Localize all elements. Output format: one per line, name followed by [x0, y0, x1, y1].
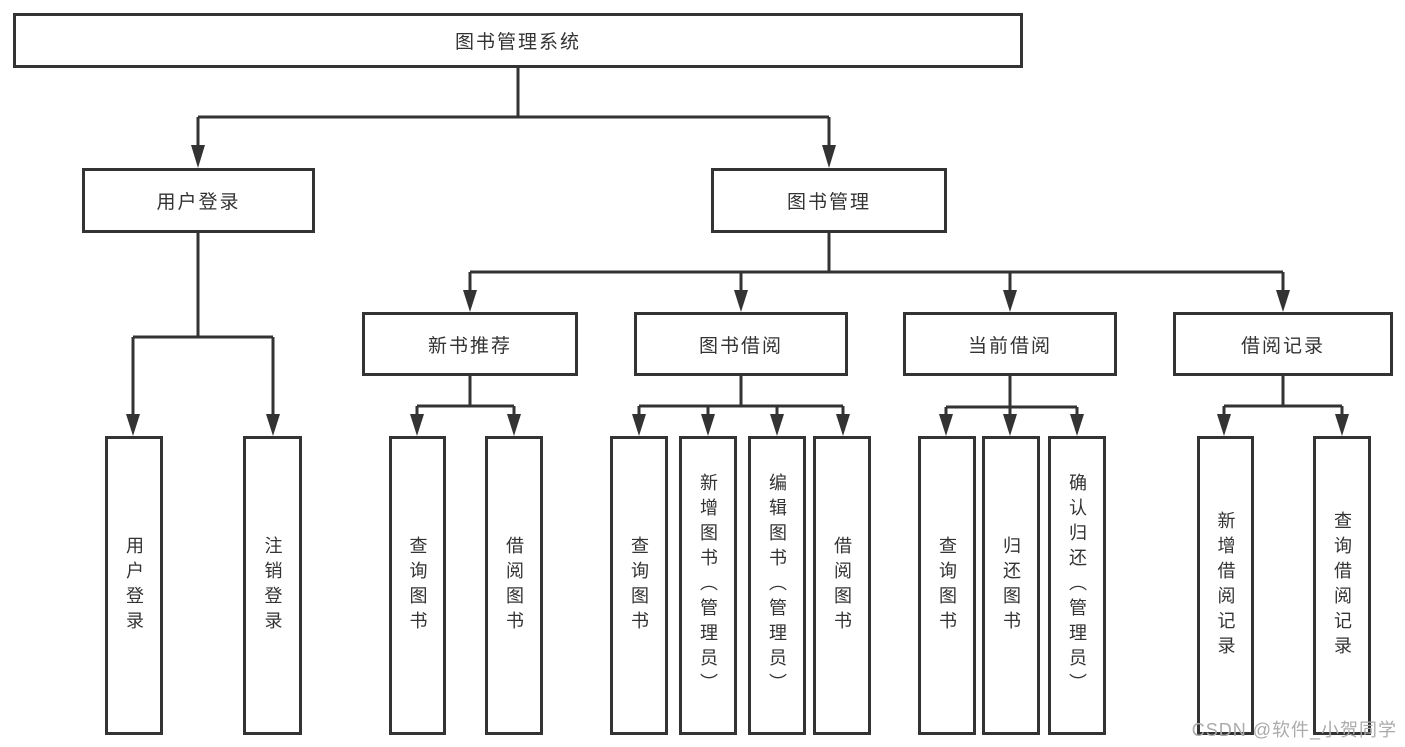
leaf-borrow-books: 借阅图书	[813, 436, 871, 735]
leaf-confirm-return-admin: 确认归还（管理员）	[1048, 436, 1106, 735]
leaf-user-login: 用户登录	[105, 436, 163, 735]
node-new-book-recommend: 新书推荐	[362, 312, 578, 376]
leaf-label: 查询图书	[937, 535, 957, 636]
leaf-query-books-borrow: 查询图书	[610, 436, 668, 735]
leaf-label: 注销登录	[262, 535, 283, 636]
leaf-label: 借阅图书	[832, 535, 852, 636]
leaf-edit-books-admin: 编辑图书（管理员）	[748, 436, 806, 735]
leaf-return-books: 归还图书	[982, 436, 1040, 735]
node-root: 图书管理系统	[13, 13, 1023, 68]
node-book-management: 图书管理	[711, 168, 947, 233]
csdn-watermark: CSDN @软件_小贺同学	[1191, 720, 1397, 740]
leaf-query-books-current: 查询图书	[918, 436, 976, 735]
node-current-borrow: 当前借阅	[903, 312, 1117, 376]
leaf-label: 新增借阅记录	[1215, 510, 1236, 661]
leaf-label: 查询借阅记录	[1332, 510, 1352, 661]
leaf-label: 用户登录	[124, 535, 144, 636]
leaf-query-books-recommend: 查询图书	[389, 436, 446, 735]
leaf-add-books-admin: 新增图书（管理员）	[679, 436, 737, 735]
leaf-label: 确认归还（管理员）	[1067, 473, 1087, 698]
leaf-add-borrow-record: 新增借阅记录	[1197, 436, 1254, 735]
node-book-borrow: 图书借阅	[634, 312, 848, 376]
leaf-label: 归还图书	[1001, 535, 1021, 636]
leaf-label: 新增图书（管理员）	[698, 473, 718, 698]
node-borrow-records: 借阅记录	[1173, 312, 1393, 376]
leaf-label: 查询图书	[407, 535, 428, 636]
leaf-label: 查询图书	[629, 535, 649, 636]
leaf-logout: 注销登录	[243, 436, 302, 735]
node-user-login: 用户登录	[82, 168, 315, 233]
leaf-label: 借阅图书	[504, 535, 524, 636]
leaf-label: 编辑图书（管理员）	[767, 473, 787, 698]
leaf-query-borrow-record: 查询借阅记录	[1313, 436, 1371, 735]
leaf-borrow-books-recommend: 借阅图书	[485, 436, 543, 735]
